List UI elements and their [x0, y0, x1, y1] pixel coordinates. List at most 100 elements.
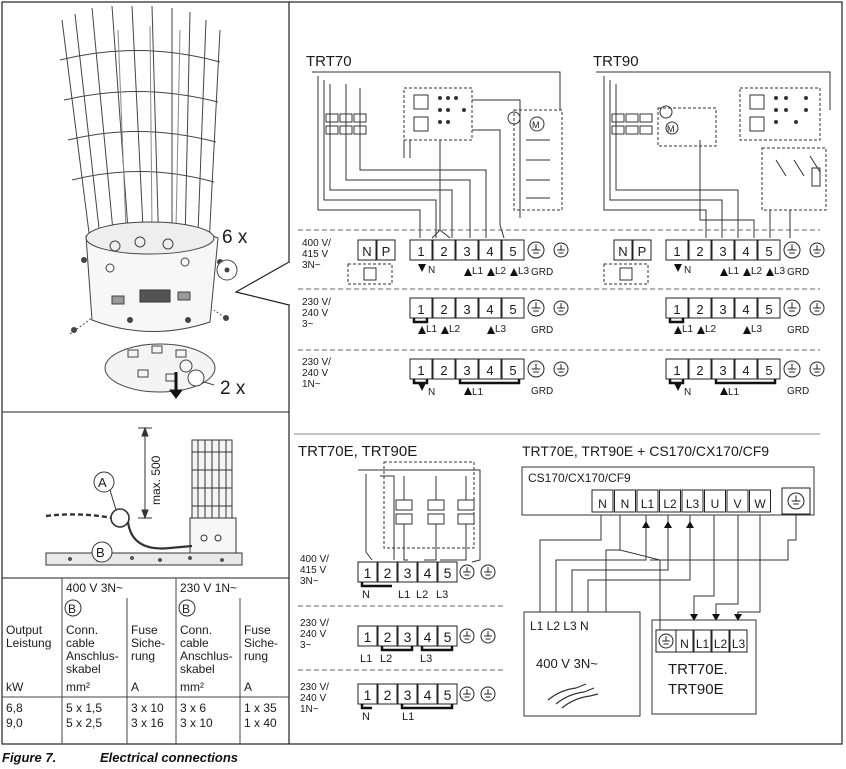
terminal-3: 3 [455, 239, 479, 261]
svg-text:240 V: 240 V [302, 368, 328, 379]
l1-label: L1 [728, 387, 740, 398]
ground-icon [809, 242, 825, 258]
terminal-4: 4 [478, 297, 502, 319]
terminal-p: P [376, 239, 396, 261]
svg-text:W: W [754, 497, 766, 511]
terminal-5: 5 [437, 683, 458, 705]
terminal-4: 4 [734, 239, 758, 261]
svg-text:N: N [621, 497, 630, 511]
svg-text:4: 4 [424, 629, 432, 645]
svg-text:230 V/: 230 V/ [302, 297, 331, 308]
svg-text:415 V: 415 V [302, 249, 328, 260]
terminal-2: 2 [377, 561, 398, 583]
col-fuse-230-2: rung [244, 649, 268, 663]
l3-label: L3 [518, 266, 530, 277]
cs-terminal-l1: L1 [636, 489, 659, 513]
svg-text:5: 5 [444, 565, 452, 581]
col-fuse-400-2: rung [131, 649, 155, 663]
heater-illustration [59, 5, 238, 399]
svg-text:3: 3 [404, 629, 412, 645]
svg-text:N: N [598, 497, 607, 511]
col-fuse-230-0: Fuse [244, 623, 271, 637]
n-label: N [362, 589, 370, 601]
grd-label: GRD [531, 325, 553, 336]
terminal-5: 5 [437, 561, 458, 583]
col-output-1: Leistung [6, 636, 51, 650]
ground-icon [783, 299, 801, 317]
svg-text:1N~: 1N~ [300, 704, 319, 715]
svg-text:3: 3 [719, 363, 726, 378]
l2-label: L2 [495, 266, 507, 277]
n-label: N [428, 265, 435, 276]
trt-e-internal-wiring [358, 461, 481, 563]
grd-label: GRD [787, 386, 809, 397]
terminal-3: 3 [455, 358, 479, 380]
table-marker-230: B [182, 602, 190, 616]
svg-text:5: 5 [444, 629, 452, 645]
cs-arrows [642, 521, 742, 621]
svg-text:2: 2 [696, 363, 703, 378]
svg-text:4: 4 [486, 244, 493, 259]
svg-text:4: 4 [424, 565, 432, 581]
svg-text:1 x 40: 1 x 40 [244, 716, 277, 730]
figure-label: Figure 7. [2, 750, 57, 765]
l1-label: L1 [472, 266, 484, 277]
terminal-2: 2 [688, 297, 712, 319]
figure-caption: Figure 7.Electrical connections [2, 750, 238, 765]
svg-text:1N~: 1N~ [302, 379, 321, 390]
svg-text:415 V: 415 V [300, 565, 326, 576]
ground-icon [459, 686, 475, 702]
ground-icon [658, 633, 674, 649]
svg-text:2: 2 [440, 302, 447, 317]
marker-b: B [96, 545, 105, 560]
l1-label: L1 [360, 653, 372, 665]
svg-text:5 x 1,5: 5 x 1,5 [66, 701, 102, 715]
ground-icon [809, 300, 825, 316]
grd-label: GRD [531, 267, 553, 278]
svg-text:5: 5 [444, 687, 452, 703]
svg-text:1: 1 [673, 302, 680, 317]
screws-count-label: 6 x [222, 227, 248, 248]
trt70-title: TRT70 [306, 53, 352, 70]
svg-text:3N~: 3N~ [300, 576, 319, 587]
col-conn-230-1: cable [180, 636, 209, 650]
unit-a-230: A [244, 680, 252, 694]
terminal-n: N [357, 239, 377, 261]
svg-text:240 V: 240 V [300, 693, 326, 704]
svg-text:4: 4 [742, 302, 749, 317]
svg-text:2: 2 [384, 687, 392, 703]
svg-text:L1: L1 [696, 637, 710, 651]
n-label: N [684, 387, 691, 398]
ground-icon [553, 242, 569, 258]
grd-label: GRD [787, 267, 809, 278]
l1-label: L1 [426, 324, 438, 335]
terminal-1: 1 [409, 358, 433, 380]
l2-label: L2 [705, 324, 717, 335]
svg-text:1: 1 [364, 687, 372, 703]
terminal-4: 4 [417, 625, 438, 647]
terminal-2: 2 [432, 358, 456, 380]
cs-terminal-l3: L3 [681, 489, 704, 513]
svg-text:3 x 10: 3 x 10 [131, 701, 164, 715]
l3-label: L3 [751, 324, 763, 335]
svg-text:1: 1 [417, 244, 424, 259]
l3-label: L3 [436, 589, 448, 601]
svg-text:230 V/: 230 V/ [300, 682, 329, 693]
l1-label: L1 [402, 711, 414, 723]
svg-text:L3: L3 [686, 497, 700, 511]
trt-e-voltage-labels: 400 V/ 415 V 3N~ 230 V/ 240 V 3~ 230 V/ … [300, 554, 329, 715]
svg-text:230 V/: 230 V/ [302, 357, 331, 368]
motor-m-70: M [532, 120, 540, 130]
terminal-n: N [613, 239, 633, 261]
cs-terminal-u: U [704, 489, 726, 513]
svg-text:2: 2 [440, 363, 447, 378]
terminal-5: 5 [757, 297, 781, 319]
svg-text:1: 1 [417, 363, 424, 378]
svg-text:5: 5 [509, 302, 516, 317]
heater-label-0: TRT70E. [668, 661, 728, 678]
ground-icon [527, 360, 545, 378]
